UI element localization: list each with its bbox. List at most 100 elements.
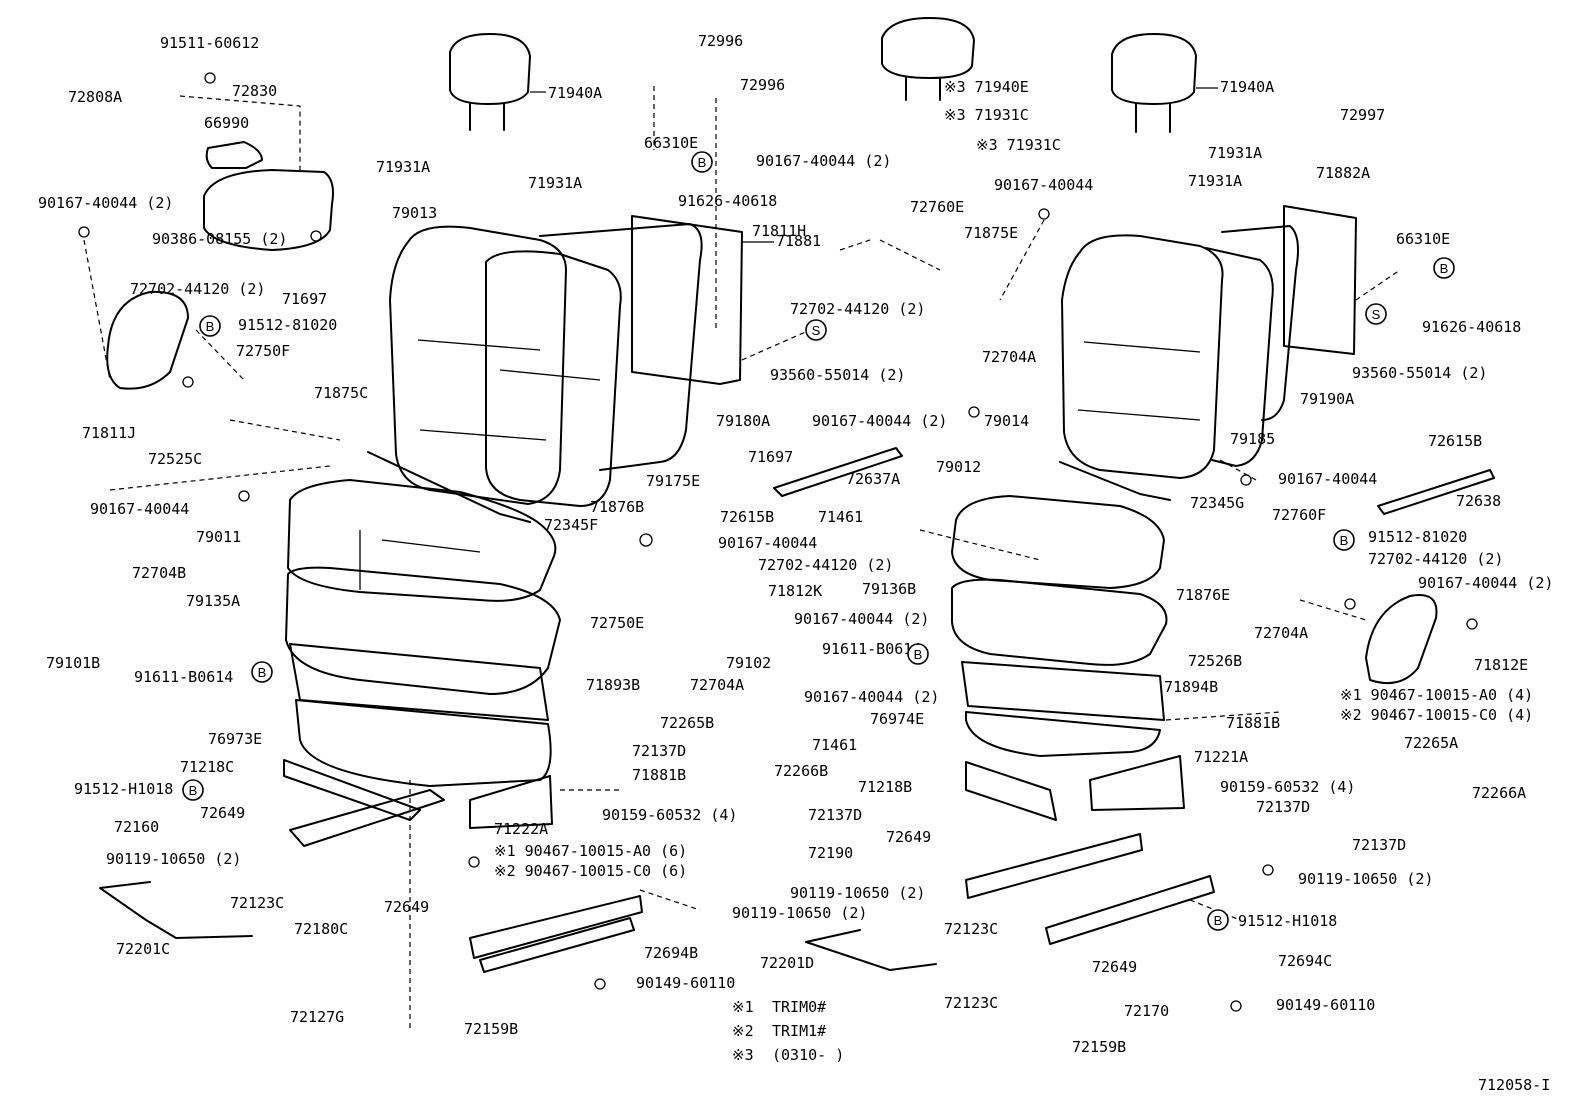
part-label: 72265A bbox=[1404, 734, 1458, 752]
part-label: 90119-10650 (2) bbox=[106, 850, 241, 868]
part-label: 72702-44120 (2) bbox=[1368, 550, 1503, 568]
part-label: 72638 bbox=[1456, 492, 1501, 510]
part-label: 91626-40618 bbox=[678, 192, 777, 210]
part-label: 72830 bbox=[232, 82, 277, 100]
part-label: 72159B bbox=[1072, 1038, 1126, 1056]
part-label: ※3 71931C bbox=[976, 136, 1061, 154]
part-label: 71218B bbox=[858, 778, 912, 796]
svg-text:B: B bbox=[1340, 533, 1349, 548]
part-label: 79101B bbox=[46, 654, 100, 672]
part-label: 79135A bbox=[186, 592, 240, 610]
note-2-mark: ※2 bbox=[732, 1022, 754, 1040]
left-seat-cushion-79011 bbox=[285, 479, 561, 787]
part-label: 66310E bbox=[1396, 230, 1450, 248]
right-hinge-cover-71812E bbox=[1365, 594, 1438, 684]
part-label: 90119-10650 (2) bbox=[732, 904, 867, 922]
part-label: 72180C bbox=[294, 920, 348, 938]
part-label: 90149-60110 bbox=[1276, 996, 1375, 1014]
part-label: 79185 bbox=[1230, 430, 1275, 448]
part-label: 72704A bbox=[982, 348, 1036, 366]
svg-text:B: B bbox=[914, 647, 923, 662]
part-label: 72637A bbox=[846, 470, 900, 488]
part-label: 76974E bbox=[870, 710, 924, 728]
part-label: 90386-08155 (2) bbox=[152, 230, 287, 248]
part-label: 90159-60532 (4) bbox=[602, 806, 737, 824]
part-label: 79190A bbox=[1300, 390, 1354, 408]
part-label: ※3 71940E bbox=[944, 78, 1029, 96]
part-label: 71881B bbox=[632, 766, 686, 784]
part-label: 90119-10650 (2) bbox=[790, 884, 925, 902]
part-label: 72123C bbox=[230, 894, 284, 912]
svg-text:S: S bbox=[1372, 307, 1381, 322]
svg-text:B: B bbox=[698, 155, 707, 170]
left-hinge-cover-71811J bbox=[106, 290, 189, 390]
part-label: 90167-40044 (2) bbox=[38, 194, 173, 212]
badge-b: B bbox=[199, 315, 221, 337]
part-label: 72649 bbox=[200, 804, 245, 822]
part-label: 72345F bbox=[544, 516, 598, 534]
svg-text:B: B bbox=[258, 665, 267, 680]
part-label: 72702-44120 (2) bbox=[790, 300, 925, 318]
part-label: 72694C bbox=[1278, 952, 1332, 970]
part-label: ※3 71931C bbox=[944, 106, 1029, 124]
part-label: 71931A bbox=[1188, 172, 1242, 190]
part-label: 90167-40044 bbox=[90, 500, 189, 518]
strap-72637A bbox=[773, 447, 903, 497]
badge-b: B bbox=[1333, 529, 1355, 551]
part-label: 71697 bbox=[748, 448, 793, 466]
part-label: 72525C bbox=[148, 450, 202, 468]
part-label: 79180A bbox=[716, 412, 770, 430]
part-label: 90119-10650 (2) bbox=[1298, 870, 1433, 888]
part-label: ※1 90467-10015-A0 (4) bbox=[1340, 686, 1533, 704]
left-wire-72201C bbox=[99, 881, 253, 939]
part-label: 66990 bbox=[204, 114, 249, 132]
strap-72638 bbox=[1377, 469, 1495, 515]
assembly-dash-lines bbox=[83, 86, 1401, 1030]
part-label: 90167-40044 (2) bbox=[756, 152, 891, 170]
part-label: 72649 bbox=[384, 898, 429, 916]
part-label: 72137D bbox=[1352, 836, 1406, 854]
part-label: 90167-40044 (2) bbox=[794, 610, 929, 628]
part-label: 91512-81020 bbox=[238, 316, 337, 334]
svg-text:B: B bbox=[189, 783, 198, 798]
part-label: 72615B bbox=[720, 508, 774, 526]
badge-s: S bbox=[805, 319, 827, 341]
part-label: 71221A bbox=[1194, 748, 1248, 766]
part-label: 71812K bbox=[768, 582, 822, 600]
badge-s: S bbox=[1365, 303, 1387, 325]
part-label: 72170 bbox=[1124, 1002, 1169, 1020]
part-label: 72996 bbox=[740, 76, 785, 94]
part-label: 93560-55014 (2) bbox=[770, 366, 905, 384]
part-label: 72702-44120 (2) bbox=[758, 556, 893, 574]
part-label: 79136B bbox=[862, 580, 916, 598]
part-label: 72702-44120 (2) bbox=[130, 280, 265, 298]
center-rails bbox=[965, 755, 1215, 945]
part-label: 79012 bbox=[936, 458, 981, 476]
right-wire-72345G bbox=[1059, 461, 1171, 501]
part-label: 72160 bbox=[114, 818, 159, 836]
part-label: 72750F bbox=[236, 342, 290, 360]
part-label: 90159-60532 (4) bbox=[1220, 778, 1355, 796]
left-headrest-71940A bbox=[449, 33, 546, 131]
note-3-mark: ※3 bbox=[732, 1046, 754, 1064]
part-label: 72137D bbox=[632, 742, 686, 760]
part-label: 72808A bbox=[68, 88, 122, 106]
part-label: 91611-B0614 bbox=[822, 640, 921, 658]
svg-text:B: B bbox=[1214, 913, 1223, 928]
part-label: 71882A bbox=[1316, 164, 1370, 182]
part-label: 71222A bbox=[494, 820, 548, 838]
part-label: 91611-B0614 bbox=[134, 668, 233, 686]
part-label: 66310E bbox=[644, 134, 698, 152]
badge-b: B bbox=[1433, 257, 1455, 279]
center-wire-72201D bbox=[805, 929, 937, 971]
part-label: 72649 bbox=[886, 828, 931, 846]
part-label: 71881 bbox=[776, 232, 821, 250]
part-label: 91626-40618 bbox=[1422, 318, 1521, 336]
svg-text:B: B bbox=[1440, 261, 1449, 276]
part-label: 71811J bbox=[82, 424, 136, 442]
center-seat-cushion-79012 bbox=[951, 495, 1168, 757]
part-label: 76973E bbox=[208, 730, 262, 748]
part-label: 90167-40044 (2) bbox=[1418, 574, 1553, 592]
